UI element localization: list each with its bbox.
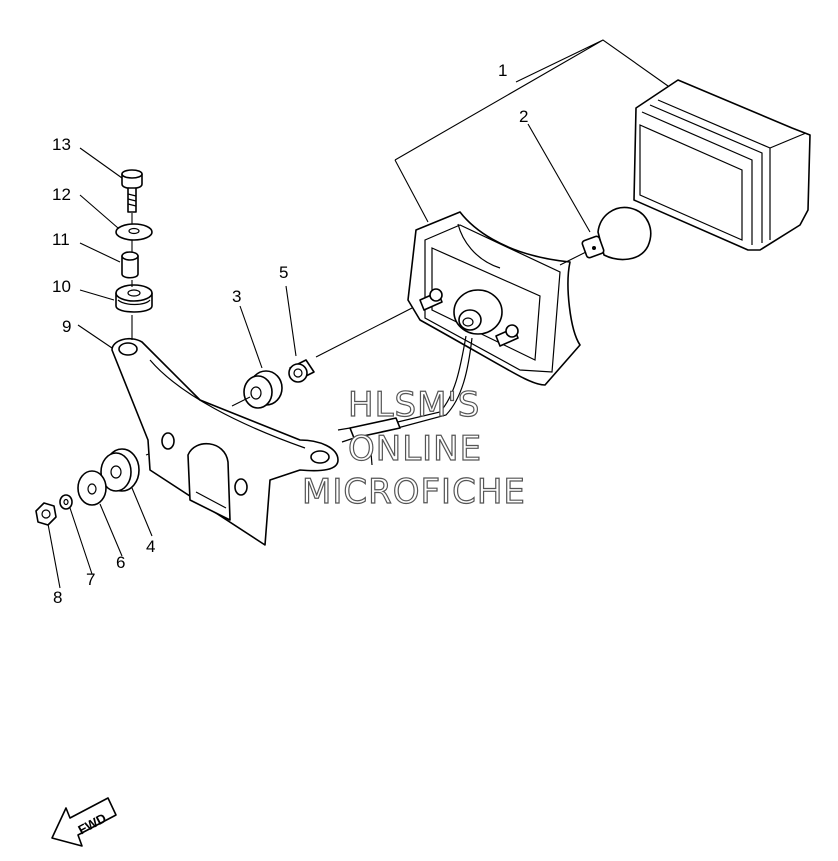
callout-7: 7 (86, 570, 95, 589)
callout-13: 13 (52, 135, 71, 154)
callout-5: 5 (279, 263, 288, 282)
lens-cover (633, 79, 811, 251)
callout-4: 4 (146, 537, 155, 556)
callout-8: 8 (53, 588, 62, 607)
lock-washer (59, 494, 73, 510)
plain-washer (77, 470, 107, 506)
rubber-grommet (115, 284, 153, 313)
bracket (111, 338, 339, 546)
callout-2: 2 (519, 107, 528, 126)
bulb (581, 206, 652, 261)
watermark-line-1: HLSM'S (348, 385, 480, 425)
collar (288, 359, 315, 383)
callout-1-leader (394, 39, 669, 223)
callout-10: 10 (52, 277, 71, 296)
watermark: HLSM'S ONLINE MICROFICHE (301, 384, 526, 512)
callout-12: 12 (52, 185, 71, 204)
callout-6: 6 (116, 553, 125, 572)
collar-small (121, 251, 139, 279)
fwd-arrow-icon: FWD (51, 797, 117, 847)
nut (35, 502, 57, 526)
callout-11: 11 (52, 230, 70, 249)
callout-labels: 1 2 3 4 5 6 7 8 9 10 11 12 13 (52, 61, 528, 607)
watermark-line-2: ONLINE (348, 429, 482, 469)
taillight-housing (337, 211, 581, 466)
callout-1: 1 (498, 61, 507, 80)
bolt (121, 169, 143, 213)
washer-upper (115, 223, 153, 241)
grommet (243, 370, 283, 409)
callout-9: 9 (62, 317, 71, 336)
rubber-washer (100, 448, 140, 492)
watermark-line-3: MICROFICHE (302, 472, 526, 512)
callout-leaders (47, 123, 591, 589)
callout-3: 3 (232, 287, 241, 306)
